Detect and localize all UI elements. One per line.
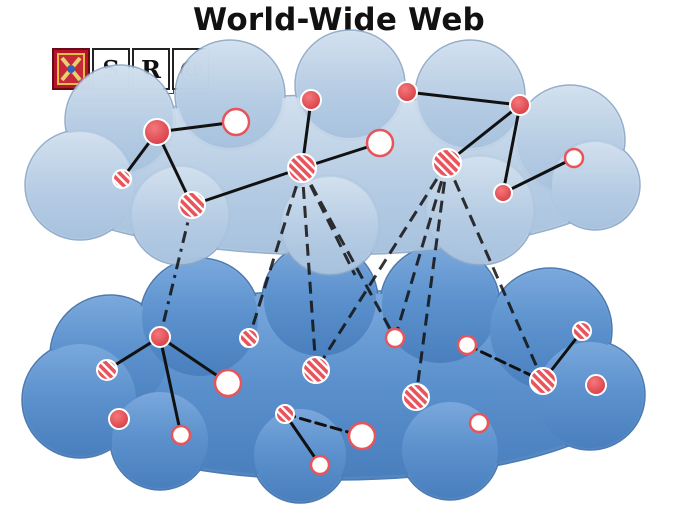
node [213,368,243,398]
crest-icon [52,48,90,90]
node [585,374,607,396]
node [365,128,395,158]
node [468,412,490,434]
node [402,383,430,411]
node [509,94,531,116]
node [300,89,322,111]
node [572,321,592,341]
node [143,118,171,146]
node [493,183,513,203]
node [221,107,251,137]
node [239,328,259,348]
node [170,424,192,446]
node [456,334,478,356]
node [529,367,557,395]
node [432,148,462,178]
node [287,153,317,183]
node [96,359,118,381]
inter-layer-links [158,162,545,398]
node [178,191,206,219]
top-layer-nodes [112,81,585,219]
r-logo: R [132,48,170,90]
node [396,81,418,103]
node [384,327,406,349]
node [112,169,132,189]
node [309,454,331,476]
node [302,356,330,384]
bottom-layer-nodes [96,321,607,476]
node [275,404,295,424]
node [347,421,377,451]
node [563,147,585,169]
node [108,408,130,430]
node [149,326,171,348]
